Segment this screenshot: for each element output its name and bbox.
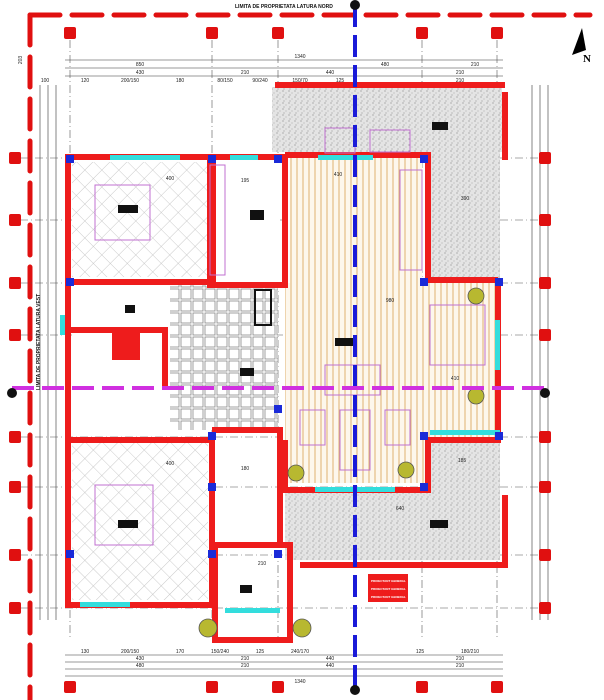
dimension-label: 80/150 (217, 78, 233, 84)
axis-marker (539, 481, 551, 493)
room-dimension: 195 (241, 178, 250, 184)
dimension-label: 430 (136, 70, 145, 76)
dimension-total: 1340 (294, 679, 305, 685)
dimension-total: 1340 (294, 54, 305, 60)
column-icons (66, 155, 503, 558)
dimension-label: 480 (381, 62, 390, 68)
dimension-label: 150/70 (292, 78, 308, 84)
dimension-label: 90/240 (252, 78, 268, 84)
dimension-label: 210 (241, 656, 250, 662)
room-dimension: 400 (166, 461, 175, 467)
room-2-floor (215, 162, 280, 282)
south-terrace (285, 490, 500, 560)
room-dimension: 390 (461, 196, 470, 202)
room-dimension: 410 (451, 376, 460, 382)
dimension-lines (39, 59, 549, 677)
axis-marker (539, 602, 551, 614)
room-dimension: 980 (386, 298, 395, 304)
axis-marker (9, 329, 21, 341)
dimension-label: 170 (176, 649, 185, 655)
dimension-label: 210 (241, 663, 250, 669)
room-dimension: 185 (458, 458, 467, 464)
axis-marker (64, 27, 76, 39)
section-marker-icon (350, 685, 360, 695)
dimension-label: 125 (416, 649, 425, 655)
dimension-label: 430 (136, 656, 145, 662)
axis-marker (9, 602, 21, 614)
south-terrace-east (430, 440, 500, 490)
axis-marker (539, 152, 551, 164)
axis-marker (539, 549, 551, 561)
axis-marker (539, 431, 551, 443)
dimension-label: 210 (471, 62, 480, 68)
walls (65, 82, 508, 643)
dimension-label: 210 (456, 78, 465, 84)
dimension-label: 210 (456, 656, 465, 662)
axis-marker (9, 431, 21, 443)
bedroom-1-floor (72, 162, 208, 277)
dimension-label: 125 (336, 78, 345, 84)
axis-marker (416, 27, 428, 39)
axis-marker (9, 481, 21, 493)
hall-floor (170, 285, 278, 430)
plant-icons (198, 287, 485, 638)
dimension-label: 440 (326, 663, 335, 669)
dimension-label: 210 (456, 663, 465, 669)
section-marker-icon (540, 388, 550, 398)
dimension-label: 850 (136, 62, 145, 68)
dimension-label: 240/170 (291, 649, 309, 655)
designer-stamp: PROIECTANT GENERAL PROIECTANT GENERAL PR… (368, 574, 408, 602)
dimension-label: 125 (256, 649, 265, 655)
north-arrow-icon: N (572, 28, 591, 65)
axis-marker (206, 27, 218, 39)
section-marker-icon (7, 388, 17, 398)
room-dimension: 400 (166, 176, 175, 182)
room-dimension: 410 (334, 172, 343, 178)
axis-marker (206, 681, 218, 693)
dimension-label: 120 (81, 78, 90, 84)
axis-marker (9, 214, 21, 226)
dimension-label: 440 (326, 70, 335, 76)
dimension-label: 150/240 (211, 649, 229, 655)
dimension-label: 200/150 (121, 78, 139, 84)
stamp-line: PROIECTANT GENERAL (371, 579, 406, 583)
axis-marker (272, 681, 284, 693)
furniture-symbols (118, 122, 448, 593)
axis-marker (491, 27, 503, 39)
axis-marker (272, 27, 284, 39)
axis-marker (539, 329, 551, 341)
room-dimension: 640 (396, 506, 405, 512)
dimension-label: 210 (456, 70, 465, 76)
dimension-label: 180 (176, 78, 185, 84)
axis-marker (9, 152, 21, 164)
dimension-label: 130 (81, 649, 90, 655)
axis-marker (64, 681, 76, 693)
west-limit-label: LIMITA DE PROPRIETATA LATURA VEST (36, 294, 42, 390)
bathroom-fixture-block (112, 328, 140, 360)
north-arrow-label: N (583, 53, 591, 65)
north-terrace (272, 87, 502, 152)
dimension-label: 440 (326, 656, 335, 662)
stamp-line: PROIECTANT GENERAL (371, 595, 406, 599)
section-marker-icon (350, 0, 360, 10)
stamp-line: PROIECTANT GENERAL (371, 587, 406, 591)
north-terrace-east (430, 150, 500, 280)
dimension-label: 203 (18, 56, 24, 65)
room-dimension: 180 (241, 466, 250, 472)
axis-marker (539, 277, 551, 289)
dimension-label: 210 (241, 70, 250, 76)
room-dimension: 210 (258, 561, 267, 567)
dimension-label: 200/150 (121, 649, 139, 655)
axis-marker (416, 681, 428, 693)
dimension-label: 100 (41, 78, 50, 84)
north-limit-label: LIMITA DE PROPRIETATA LATURA NORD (235, 4, 333, 10)
axis-marker (539, 214, 551, 226)
axis-marker (491, 681, 503, 693)
bedroom-2-floor (72, 440, 208, 600)
dimension-label: 480 (136, 663, 145, 669)
axis-marker (9, 549, 21, 561)
axis-marker (9, 277, 21, 289)
dimension-label: 180/210 (461, 649, 479, 655)
